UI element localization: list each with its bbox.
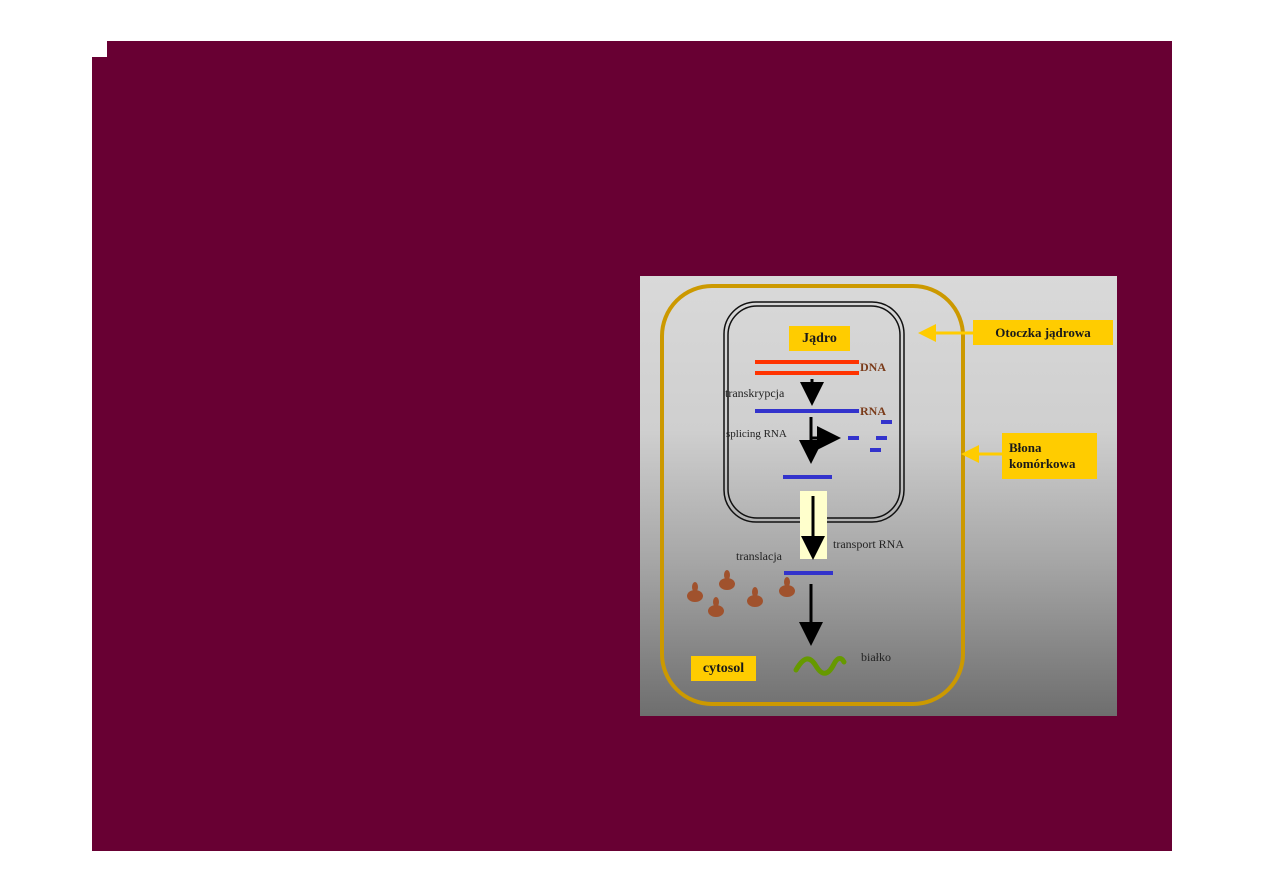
gene-expression-diagram: Jądro DNA transkrypcja RNA splicing RNA … <box>640 276 1117 716</box>
ribosome <box>779 577 795 597</box>
cell-membrane-label-line2: komórkowa <box>1009 456 1076 471</box>
rna-label: RNA <box>860 404 886 418</box>
cell-membrane-label-line1: Błona <box>1009 440 1042 455</box>
cytosol-label: cytosol <box>691 656 756 681</box>
diagram-graphics <box>660 284 1002 706</box>
dna-label: DNA <box>860 360 886 374</box>
nuclear-envelope-label: Otoczka jądrowa <box>973 320 1113 345</box>
ribosome <box>747 587 763 607</box>
cell-membrane <box>660 284 965 706</box>
protein-label: białko <box>861 650 891 664</box>
slide-background-top <box>107 41 1172 61</box>
protein-chain <box>793 656 847 676</box>
nucleus-label: Jądro <box>789 326 850 351</box>
cell-membrane-label: Błona komórkowa <box>1002 433 1097 479</box>
transport-label: transport RNA <box>833 537 904 551</box>
ribosome <box>687 582 703 602</box>
translation-label: translacja <box>736 549 782 563</box>
transcription-label: transkrypcja <box>725 386 785 400</box>
ribosome <box>708 597 724 617</box>
splicing-label: splicing RNA <box>726 428 787 440</box>
ribosome <box>719 570 735 590</box>
